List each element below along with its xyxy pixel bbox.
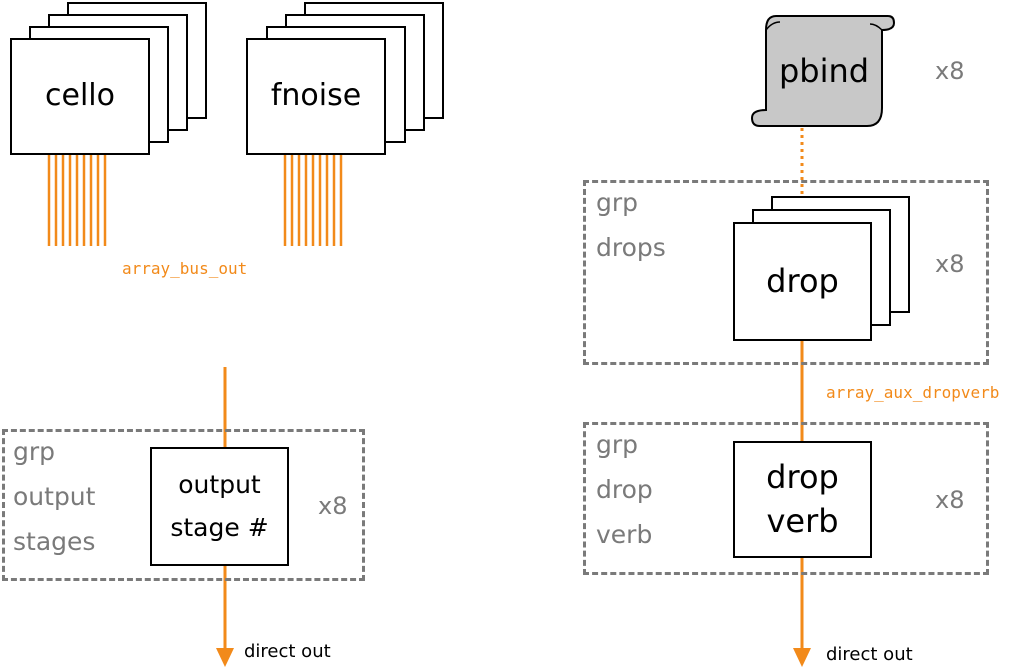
dropverb-synth-node: drop verb — [733, 441, 872, 558]
output-stage-label-line1: output — [178, 470, 261, 499]
drop-label: drop — [766, 261, 839, 300]
fnoise-synth-node: fnoise — [246, 38, 386, 155]
fnoise-label: fnoise — [270, 78, 362, 114]
right-direct-out-arrowhead — [793, 648, 811, 667]
dropverb-label-line1: drop — [766, 458, 839, 497]
output-stages-group-title: grp output stages — [13, 437, 96, 556]
dropverb-label-line2: verb — [766, 501, 839, 540]
array-aux-dropverb-label: array_aux_dropverb — [826, 383, 1000, 402]
output-stage-label-line2: stage # — [170, 512, 269, 542]
output-stage-node: output stage # — [150, 447, 289, 566]
dropverb-group-title: grp drop verb — [596, 430, 653, 549]
pbind-multiplier: x8 — [935, 57, 965, 85]
pbind-label: pbind — [778, 52, 870, 91]
dropverb-multiplier: x8 — [935, 486, 965, 514]
array-bus-out-label: array_bus_out — [122, 259, 248, 278]
cello-synth-node: cello — [10, 38, 150, 155]
output-stages-group — [2, 429, 365, 581]
dropverb-group — [583, 422, 989, 575]
drops-multiplier: x8 — [935, 250, 965, 278]
cello-bus-lines — [47, 155, 107, 246]
drop-synth-node: drop — [733, 222, 872, 341]
right-direct-out-label: direct out — [826, 644, 913, 665]
left-direct-out-label: direct out — [244, 641, 331, 662]
pbind-scroll-icon — [750, 15, 896, 127]
fnoise-bus-lines — [283, 155, 343, 246]
left-direct-out-arrowhead — [216, 648, 234, 667]
cello-label: cello — [45, 78, 115, 114]
drops-group — [583, 180, 989, 365]
output-stages-multiplier: x8 — [318, 492, 348, 520]
drops-group-title: grp drops — [596, 188, 666, 262]
